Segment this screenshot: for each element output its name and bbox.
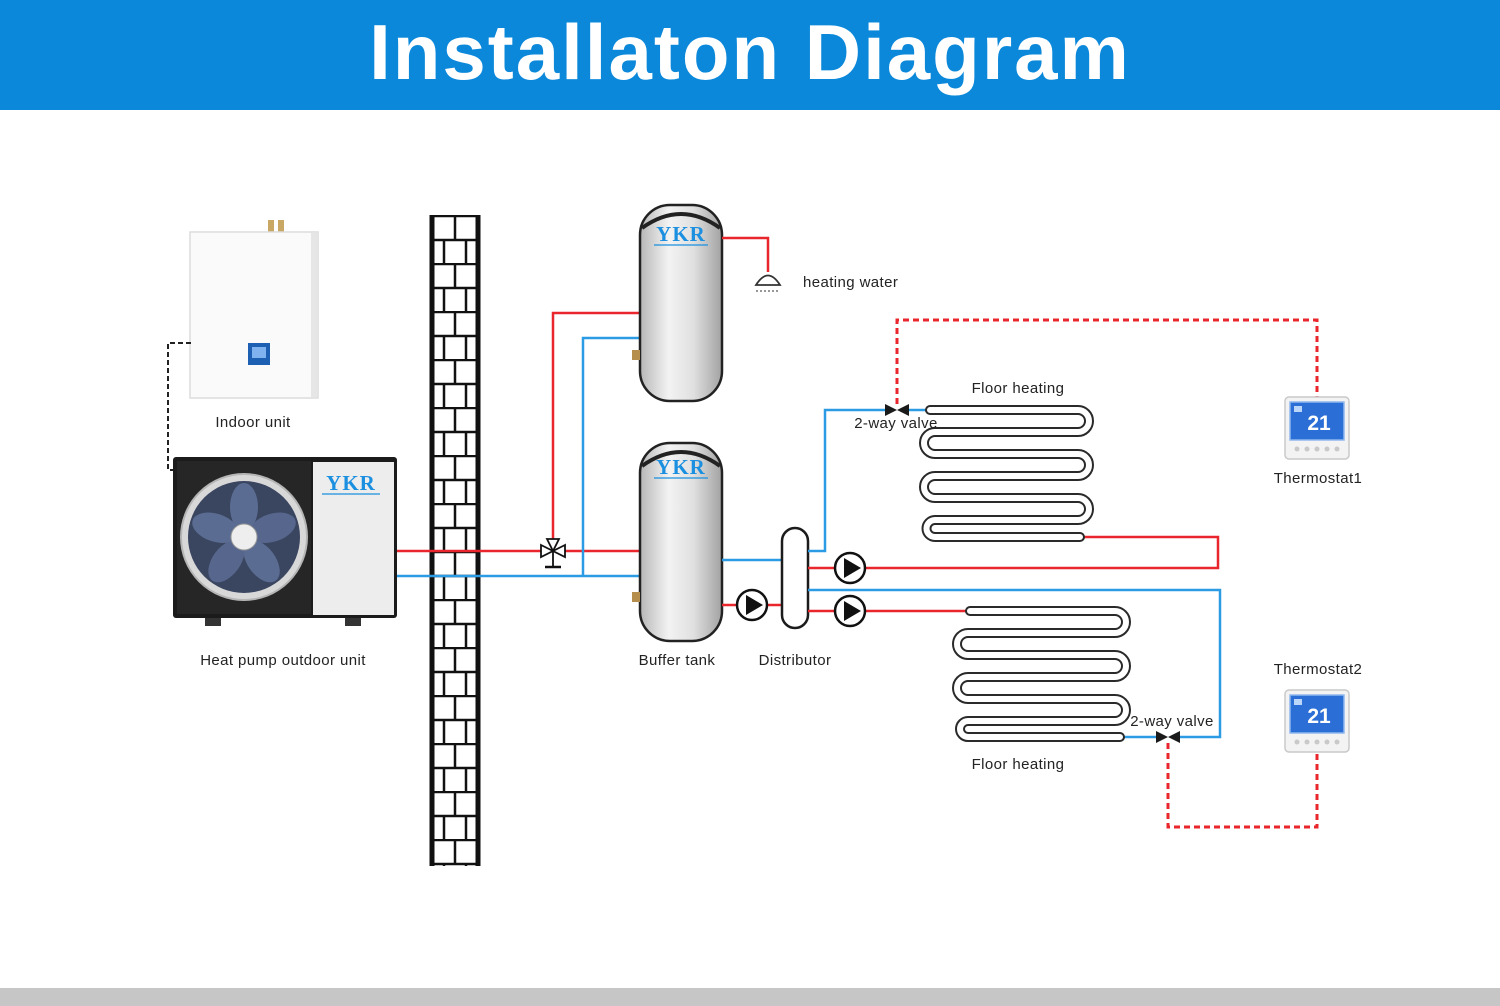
three-way-valve-icon [540, 538, 566, 569]
valve-half [885, 404, 897, 416]
tank-body [638, 441, 724, 643]
footer-bar [0, 988, 1500, 1006]
tank-body [638, 203, 724, 403]
tank-top-rim [640, 212, 722, 230]
cold-pipe-distributor-to-valve-1 [808, 408, 885, 553]
control-cable [167, 342, 191, 471]
pump-arrow [746, 595, 763, 615]
floor-heating-1-label: Floor heating [972, 380, 1065, 397]
floor-heating-loop-1 [919, 405, 1094, 542]
outdoor-unit-label: Heat pump outdoor unit [200, 652, 366, 669]
heat-pump-outdoor-unit: YKR [173, 457, 397, 626]
valve-right-port [550, 543, 566, 559]
valve-left-port [540, 543, 556, 559]
thermostat-display: 21 [1307, 705, 1331, 728]
wall-bricks [432, 215, 478, 866]
hot-pipe-floor-loop-1-return [865, 535, 1220, 570]
page-title: Installaton Diagram [369, 8, 1131, 96]
thermostat-status-icon [1294, 699, 1302, 705]
thermostat-2: 21 [1284, 689, 1350, 753]
fan-blade [249, 512, 296, 543]
pump-arrow [844, 601, 861, 621]
floor-heating-2-label: Floor heating [972, 756, 1065, 773]
indoor-unit-display-screen [252, 347, 266, 358]
shower-head-dome [754, 274, 782, 286]
outdoor-unit-foot [345, 618, 361, 626]
thermostat-1-wire [895, 318, 1319, 404]
thermostat-button [1324, 739, 1330, 745]
thermostat-button [1334, 739, 1340, 745]
valve-1-label: 2-way valve [854, 415, 938, 432]
indoor-unit-label: Indoor unit [215, 414, 291, 431]
buffer-tank: YKR [632, 441, 724, 643]
valve-half [1168, 731, 1180, 743]
shower-head-icon [754, 274, 782, 292]
thermostat-button [1294, 446, 1300, 452]
thermostat-2-label: Thermostat2 [1274, 661, 1363, 678]
outdoor-unit-side-panel [313, 462, 394, 615]
indoor-unit-body [189, 231, 319, 399]
thermostat-button [1334, 446, 1340, 452]
distributor-label: Distributor [759, 652, 832, 669]
header-bar: Installaton Diagram [0, 0, 1500, 110]
brand-logo: YKR [326, 471, 376, 495]
valve-half [1156, 731, 1168, 743]
fan-hub [230, 523, 258, 551]
thermostat-display: 21 [1307, 412, 1331, 435]
fan-blade [230, 483, 258, 531]
fan-blade [208, 540, 245, 583]
fan-blades-icon [192, 483, 296, 583]
two-way-valve-icon [885, 404, 909, 416]
hot-pipe-to-shower [722, 236, 770, 272]
indoor-unit-side-shade [311, 233, 317, 397]
thermostat-button [1304, 739, 1310, 745]
cold-pipe-dhw-tank-return [581, 336, 640, 576]
floor-heating-coil-inner [921, 407, 1092, 540]
circulation-pump-icon [735, 588, 769, 622]
buffer-tank-label: Buffer tank [639, 652, 716, 669]
hot-pipe-valve-to-dhw-tank [551, 311, 640, 540]
circulation-pump-icon [833, 551, 867, 585]
thermostat-1: 21 [1284, 396, 1350, 460]
two-way-valve-icon [1156, 731, 1180, 743]
brick-wall [429, 215, 481, 866]
indoor-unit-connector [278, 220, 284, 233]
valve-top-port [545, 538, 561, 554]
thermostat-button [1314, 446, 1320, 452]
hot-water-tank: YKR [632, 203, 724, 403]
brand-logo: YKR [656, 455, 706, 479]
fan-blade [192, 512, 239, 543]
thermostat-button [1304, 446, 1310, 452]
heating-water-label: heating water [803, 274, 898, 291]
thermostat-button [1294, 739, 1300, 745]
distributor [780, 526, 810, 630]
floor-heating-coil-inner [954, 608, 1129, 740]
thermostat-button [1324, 446, 1330, 452]
floor-heating-loop-2 [952, 606, 1131, 742]
valve-2-label: 2-way valve [1130, 713, 1214, 730]
tank-fitting [632, 350, 640, 360]
pump-arrow [844, 558, 861, 578]
thermostat-2-wire [1166, 743, 1319, 829]
tank-top-rim [640, 450, 722, 468]
thermostat-1-label: Thermostat1 [1274, 470, 1363, 487]
thermostat-button [1314, 739, 1320, 745]
circulation-pump-icon [833, 594, 867, 628]
cold-pipe-distributor-to-valve-2 [808, 588, 1222, 739]
indoor-unit-connector [268, 220, 274, 233]
tank-fitting [632, 592, 640, 602]
outdoor-unit-foot [205, 618, 221, 626]
indoor-unit [189, 220, 319, 399]
fan-blade [243, 540, 280, 583]
thermostat-status-icon [1294, 406, 1302, 412]
valve-half [897, 404, 909, 416]
brand-logo: YKR [656, 222, 706, 246]
